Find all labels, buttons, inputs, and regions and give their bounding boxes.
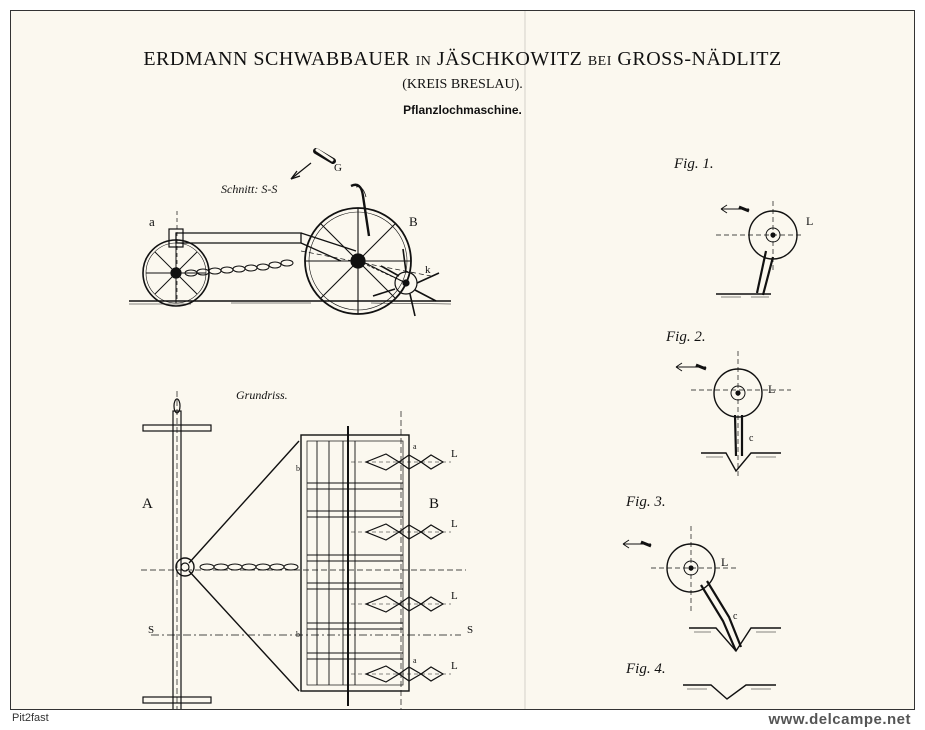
label-l-2: L xyxy=(451,518,458,530)
plan-view xyxy=(141,391,466,709)
label-l-4: L xyxy=(451,660,458,672)
figure-2-label: Fig. 2. xyxy=(665,329,706,345)
figure-1-label: Fig. 1. xyxy=(673,156,714,172)
figure-2-drawing xyxy=(675,351,791,476)
figure-3-part-label: c xyxy=(733,611,738,622)
author-name: ERDMANN SCHWABBAUER xyxy=(143,48,411,70)
title-bei: BEI xyxy=(587,54,612,69)
patent-sheet: ERDMANN SCHWABBAUER IN JÄSCHKOWITZ BEI G… xyxy=(10,10,915,710)
patent-title: ERDMANN SCHWABBAUER IN JÄSCHKOWITZ BEI G… xyxy=(11,48,914,71)
label-l-3: L xyxy=(451,590,458,602)
watermark-right: www.delcampe.net xyxy=(768,711,911,728)
page-fold xyxy=(524,11,526,709)
label-a-plan: A xyxy=(142,496,153,512)
label-a-small-1: a xyxy=(413,442,417,451)
label-b-plan: B xyxy=(429,496,439,512)
district: (KREIS BRESLAU). xyxy=(402,77,523,92)
figure-1-wheel-label: L xyxy=(806,214,813,228)
town-name: GROSS-NÄDLITZ xyxy=(617,48,782,70)
technical-drawing: Schnitt: S-S a B G k Grundriss. A B S S … xyxy=(129,148,813,709)
label-g-side: G xyxy=(334,162,342,174)
label-a-small-2: a xyxy=(413,656,417,665)
label-a-side: a xyxy=(149,214,155,229)
figure-4-drawing xyxy=(683,684,776,700)
label-k-side: k xyxy=(425,264,431,276)
figure-1-drawing xyxy=(716,201,801,298)
machine-name: Pflanzlochmaschine. xyxy=(403,103,522,117)
section-label: Schnitt: S-S xyxy=(221,182,277,196)
label-b-small-2: b xyxy=(296,630,300,639)
figure-3-wheel-label: L xyxy=(721,555,728,569)
plan-label: Grundriss. xyxy=(236,388,288,402)
figure-2-wheel-label: L xyxy=(768,382,775,396)
figure-3-drawing xyxy=(622,526,781,653)
place-name: JÄSCHKOWITZ xyxy=(436,48,583,70)
label-b-side: B xyxy=(409,214,418,229)
watermark-left: Pit2fast xyxy=(12,712,49,724)
figure-2-part-label: c xyxy=(749,433,754,444)
label-s-left: S xyxy=(148,624,154,636)
label-s-right: S xyxy=(467,624,473,636)
label-l-1: L xyxy=(451,448,458,460)
side-view xyxy=(129,148,452,317)
label-b-small-1: b xyxy=(296,464,300,473)
figure-3-label: Fig. 3. xyxy=(625,494,666,510)
title-in: IN xyxy=(415,54,432,69)
figure-4-label: Fig. 4. xyxy=(625,661,666,677)
